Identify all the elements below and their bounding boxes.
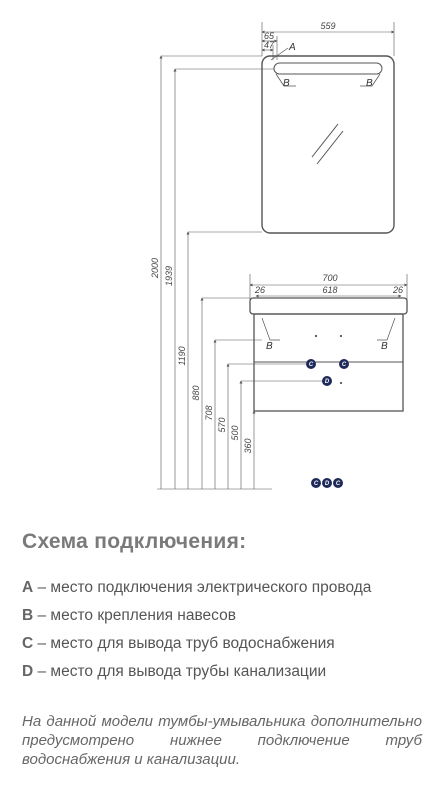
svg-text:C: C: [309, 362, 314, 368]
legend-key: B: [22, 607, 34, 624]
legend-key: C: [22, 635, 34, 652]
dim-880: 880: [191, 385, 201, 400]
label-a: A: [288, 42, 296, 53]
dim-500: 500: [230, 425, 240, 440]
svg-text:C: C: [336, 481, 341, 487]
legend-item-d: D – место для вывода трубы канализации: [22, 660, 371, 688]
dim-1939: 1939: [164, 266, 174, 286]
mirror: [261, 47, 395, 234]
connection-d: [322, 376, 332, 386]
cabinet-width-dims: [249, 274, 408, 300]
section-title: Схема подключения:: [22, 530, 247, 553]
dim-1190: 1190: [177, 346, 187, 365]
cabinet-label-b-left: B: [266, 341, 273, 352]
dim-26-left: 26: [254, 285, 265, 295]
technical-drawing: 559 65 47 A B B 700 618 26 26 B B C C D: [150, 21, 408, 490]
legend-item-a: A – место подключения электрического про…: [22, 576, 371, 604]
dim-47: 47: [264, 40, 275, 50]
mirror-label-b-left: B: [283, 78, 290, 89]
basin-top: [249, 297, 408, 315]
svg-text:D: D: [325, 379, 330, 385]
legend-item-b: B – место крепления навесов: [22, 604, 371, 632]
floor-connection-c-right: [333, 478, 343, 488]
dim-360: 360: [243, 438, 253, 453]
floor-connection-d: [322, 478, 332, 488]
dim-65: 65: [264, 31, 275, 41]
dim-618: 618: [322, 285, 337, 295]
mirror-width-dims: [261, 22, 395, 60]
svg-text:C: C: [314, 481, 319, 487]
legend-text: – место крепления навесов: [33, 607, 236, 624]
cabinet-label-b-right: B: [381, 341, 388, 352]
legend-item-c: C – место для вывода труб водоснабжения: [22, 632, 371, 660]
cabinet: [249, 297, 408, 412]
bottom-connection-note: На данной модели тумбы-умывальника допол…: [22, 713, 422, 768]
dim-2000: 2000: [150, 258, 160, 279]
legend-key: A: [22, 579, 34, 596]
connection-c-left: [306, 359, 316, 369]
legend-list: A – место подключения электрического про…: [22, 576, 371, 688]
height-dim-lines: [157, 55, 322, 490]
dim-700: 700: [322, 273, 337, 283]
legend-text: – место для вывода трубы канализации: [33, 663, 327, 680]
mirror-light-strip: [273, 62, 383, 75]
legend-text: – место для вывода труб водоснабжения: [33, 635, 335, 652]
svg-text:D: D: [325, 481, 330, 487]
connection-c-right: [339, 359, 349, 369]
mirror-label-b-right: B: [366, 78, 373, 89]
dim-570: 570: [217, 417, 227, 432]
floor-connection-c-left: [311, 478, 321, 488]
legend-key: D: [22, 663, 34, 680]
dim-559: 559: [320, 21, 335, 31]
dim-708: 708: [204, 405, 214, 420]
svg-text:C: C: [342, 362, 347, 368]
legend-text: – место подключения электрического прово…: [33, 579, 372, 596]
dim-26-right: 26: [392, 285, 403, 295]
